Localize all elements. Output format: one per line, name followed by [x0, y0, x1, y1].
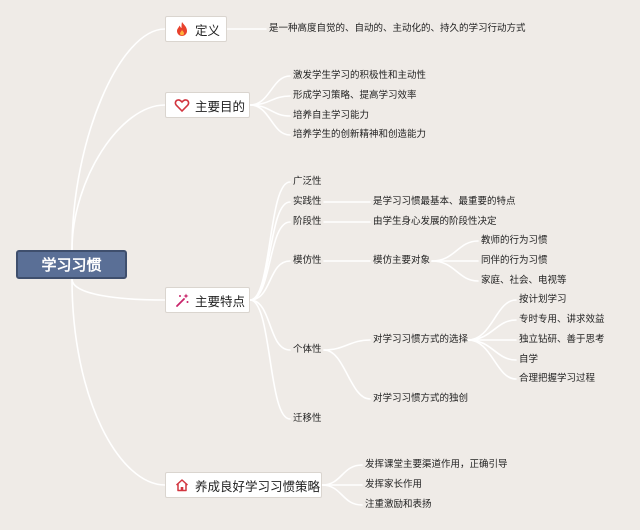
node-strategy-label: 养成良好学习习惯策略 [195, 478, 321, 494]
individual-unique: 对学习习惯方式的独创 [373, 393, 469, 404]
strategy-item: 发挥家长作用 [365, 479, 423, 490]
feature-stage: 阶段性 [293, 216, 322, 227]
definition-text: 是一种高度自觉的、自动的、主动化的、持久的学习行动方式 [269, 23, 526, 34]
individual-option: 合理把握学习过程 [519, 373, 596, 384]
purpose-item: 形成学习策略、提高学习效率 [293, 90, 417, 101]
node-features-label: 主要特点 [195, 293, 246, 309]
heart-icon [174, 97, 190, 113]
root-title: 学习习惯 [41, 256, 102, 274]
imitation-target: 同伴的行为习惯 [481, 255, 548, 266]
individual-choice: 对学习习惯方式的选择 [373, 334, 469, 345]
imitation-target: 教师的行为习惯 [481, 235, 548, 246]
individual-option: 独立钻研、善于思考 [519, 334, 605, 345]
feature-imitation-note: 模仿主要对象 [373, 255, 431, 266]
feature-practical: 实践性 [293, 196, 322, 207]
purpose-item: 激发学生学习的积极性和主动性 [293, 70, 427, 81]
feature-individual: 个体性 [293, 344, 322, 355]
purpose-item: 培养学生的创新精神和创造能力 [293, 129, 427, 140]
imitation-target: 家庭、社会、电视等 [481, 275, 567, 286]
node-definition[interactable]: 定义 [165, 16, 227, 42]
sparkle-wand-icon [174, 292, 190, 308]
node-definition-label: 定义 [195, 22, 221, 38]
feature-stage-note: 由学生身心发展的阶段性决定 [373, 216, 497, 227]
individual-option: 自学 [519, 354, 539, 365]
node-strategy[interactable]: 养成良好学习习惯策略 [165, 472, 322, 498]
strategy-item: 发挥课堂主要渠道作用，正确引导 [365, 459, 508, 470]
strategy-item: 注重激励和表扬 [365, 499, 432, 510]
node-purpose[interactable]: 主要目的 [165, 92, 250, 118]
feature-imitation: 模仿性 [293, 255, 322, 266]
individual-option: 按计划学习 [519, 294, 567, 305]
fire-icon [174, 21, 190, 37]
feature-transfer: 迁移性 [293, 413, 322, 424]
root-node[interactable]: 学习习惯 [16, 250, 127, 279]
home-icon [174, 477, 190, 493]
node-features[interactable]: 主要特点 [165, 287, 250, 313]
node-purpose-label: 主要目的 [195, 98, 246, 114]
purpose-item: 培养自主学习能力 [293, 110, 370, 121]
feature-broad: 广泛性 [293, 176, 322, 187]
feature-practical-note: 是学习习惯最基本、最重要的特点 [373, 196, 516, 207]
individual-option: 专时专用、讲求效益 [519, 314, 605, 325]
